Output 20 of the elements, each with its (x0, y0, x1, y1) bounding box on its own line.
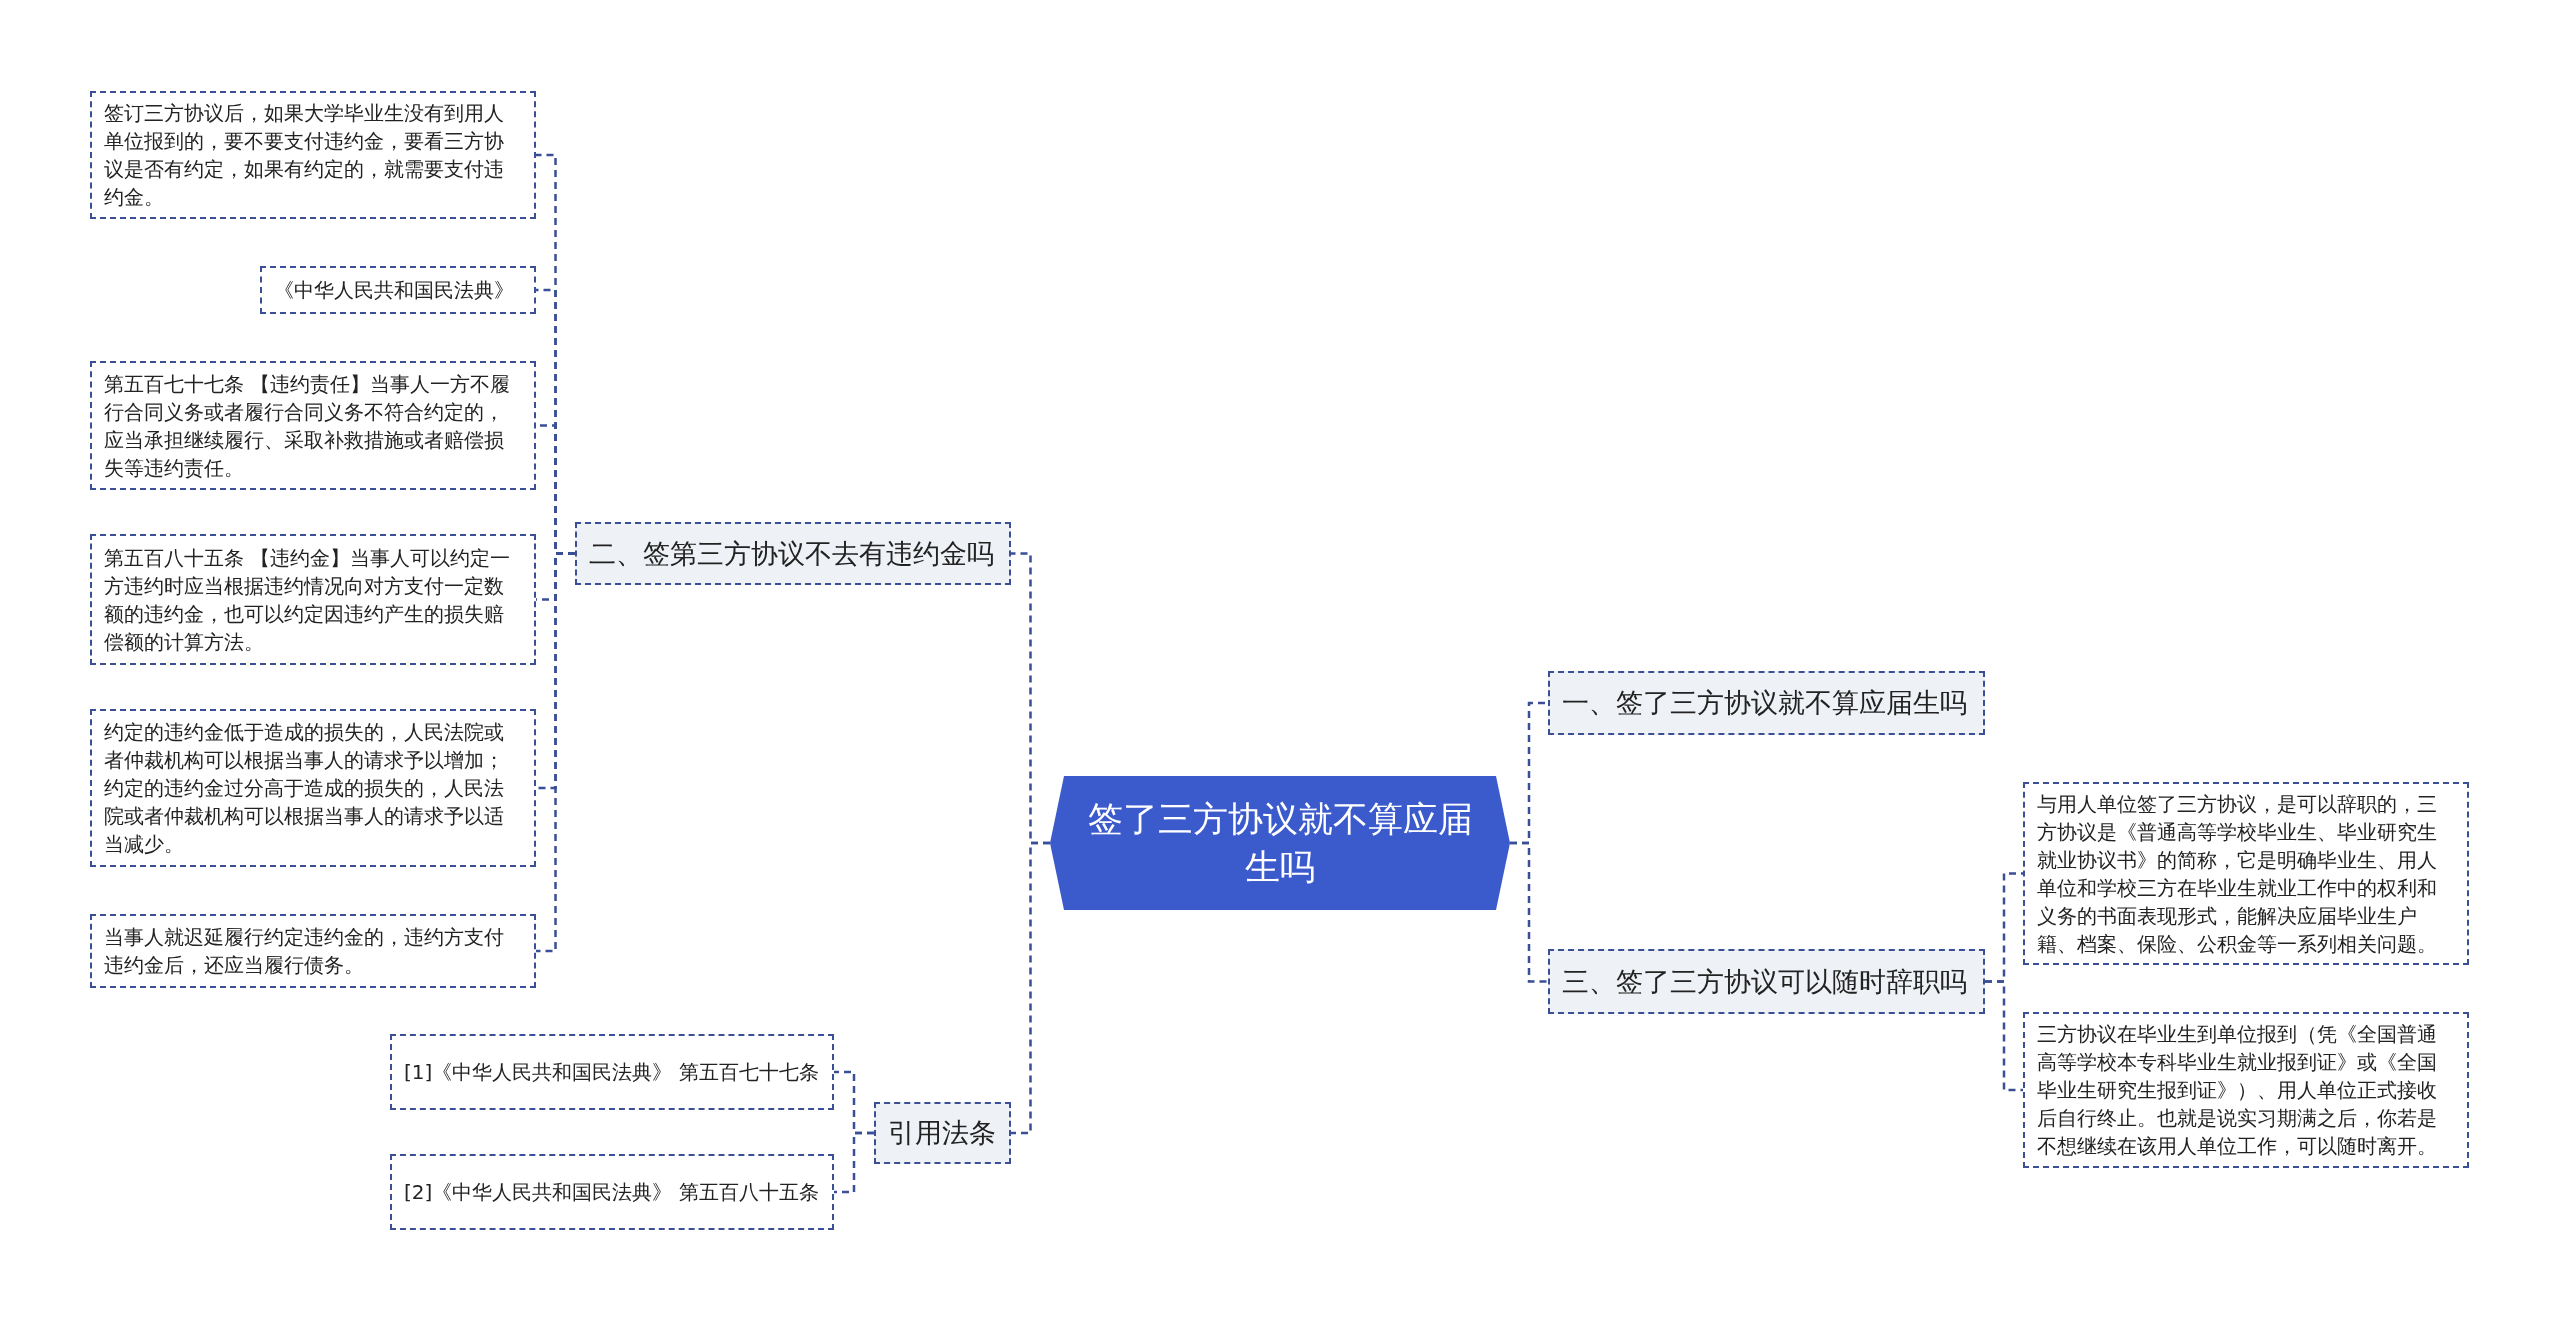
text-box: 三方协议在毕业生到单位报到（凭《全国普通高等学校本专科毕业生就业报到证》或《全国毕业生研究生报到证》）、用人单位正式接收后自行终止。也就是说实习期满之后，你若是不想继续在该用人单位工作，可以随时离开。 (2023, 1012, 2469, 1168)
connector-line (1985, 980, 2023, 1092)
text-box: 第五百八十五条 【违约金】当事人可以约定一方违约时应当根据违约情况向对方支付一定数额的违约金，也可以约定因违约产生的损失赔偿额的计算方法。 (90, 534, 536, 665)
connector-line (834, 1131, 874, 1194)
central-topic: 签了三方协议就不算应届生吗 (1050, 776, 1510, 910)
connector-line (1011, 841, 1050, 1135)
text-box: 签订三方协议后，如果大学毕业生没有到用人单位报到的，要不要支付违约金，要看三方协议是否有约定，如果有约定的，就需要支付违约金。 (90, 91, 536, 219)
text-box: 《中华人民共和国民法典》 (260, 266, 536, 314)
text-box: 当事人就迟延履行约定违约金的，违约方支付违约金后，还应当履行债务。 (90, 914, 536, 988)
topic-box: 二、签第三方协议不去有违约金吗 (575, 522, 1011, 585)
text-box: 与用人单位签了三方协议，是可以辞职的，三方协议是《普通高等学校毕业生、毕业研究生就业协议书》的简称，它是明确毕业生、用人单位和学校三方在毕业生就业工作中的权利和义务的书面表现形式，能解决应届毕业生户籍、档案、保险、公积金等一系列相关问题。 (2023, 782, 2469, 965)
connector-line (536, 552, 575, 953)
text-box: 约定的违约金低于造成的损失的，人民法院或者仲裁机构可以根据当事人的请求予以增加；约定的违约金过分高于造成的损失的，人民法院或者仲裁机构可以根据当事人的请求予以适当减少。 (90, 709, 536, 867)
topic-box: 三、签了三方协议可以随时辞职吗 (1548, 949, 1985, 1014)
text-box: 第五百七十七条 【违约责任】当事人一方不履行合同义务或者履行合同义务不符合约定的，应当承担继续履行、采取补救措施或者赔偿损失等违约责任。 (90, 361, 536, 490)
topic-box: 一、签了三方协议就不算应届生吗 (1548, 671, 1985, 735)
text-box: [2]《中华人民共和国民法典》 第五百八十五条 (390, 1154, 834, 1230)
connector-line (1510, 841, 1548, 983)
text-box: [1]《中华人民共和国民法典》 第五百七十七条 (390, 1034, 834, 1110)
topic-box: 引用法条 (874, 1102, 1011, 1164)
